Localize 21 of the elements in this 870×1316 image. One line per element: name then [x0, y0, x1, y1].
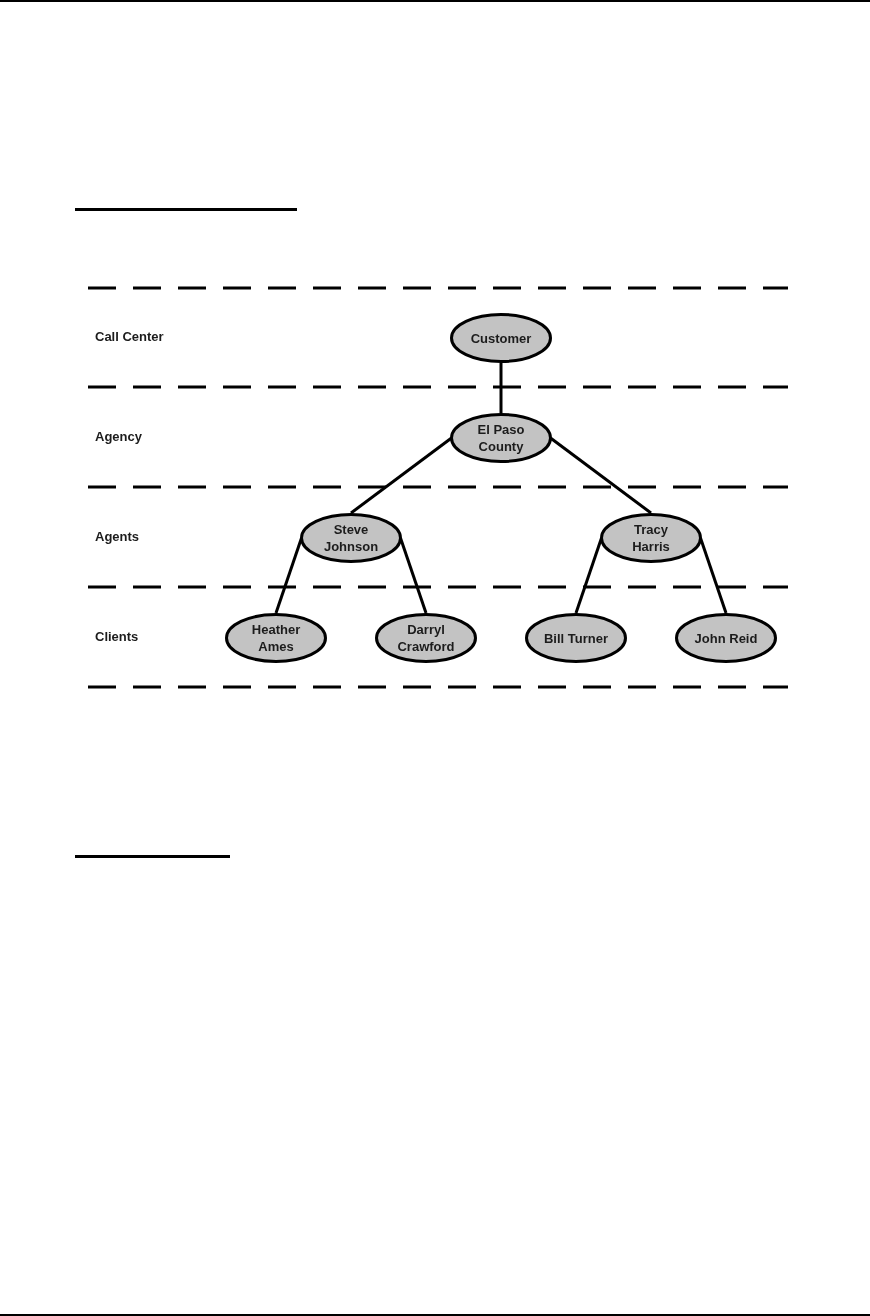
node-label: John Reid [693, 629, 759, 647]
ellipse-node [375, 613, 477, 663]
node-label: Darryl Crawford [396, 621, 456, 655]
ellipse-node [225, 613, 327, 663]
lane-label: Clients [95, 629, 139, 645]
node-label: Heather Ames [250, 621, 302, 655]
ellipse-node [450, 313, 552, 363]
connector-line [499, 363, 503, 413]
ellipse-node [675, 613, 777, 663]
lane-label: Call Center [95, 329, 164, 345]
node-label: Tracy Harris [631, 521, 671, 555]
lane-label: Agency [95, 429, 142, 445]
lane-label: Agents [95, 529, 140, 545]
ellipse-node [525, 613, 627, 663]
node-label: Customer [469, 329, 533, 347]
node-label: El Paso County [476, 421, 526, 455]
ellipse-node [450, 413, 552, 463]
node-label: Bill Turner [542, 629, 609, 647]
ellipse-node [300, 513, 402, 563]
node-label: Steve Johnson [322, 521, 380, 555]
ellipse-node [600, 513, 702, 563]
